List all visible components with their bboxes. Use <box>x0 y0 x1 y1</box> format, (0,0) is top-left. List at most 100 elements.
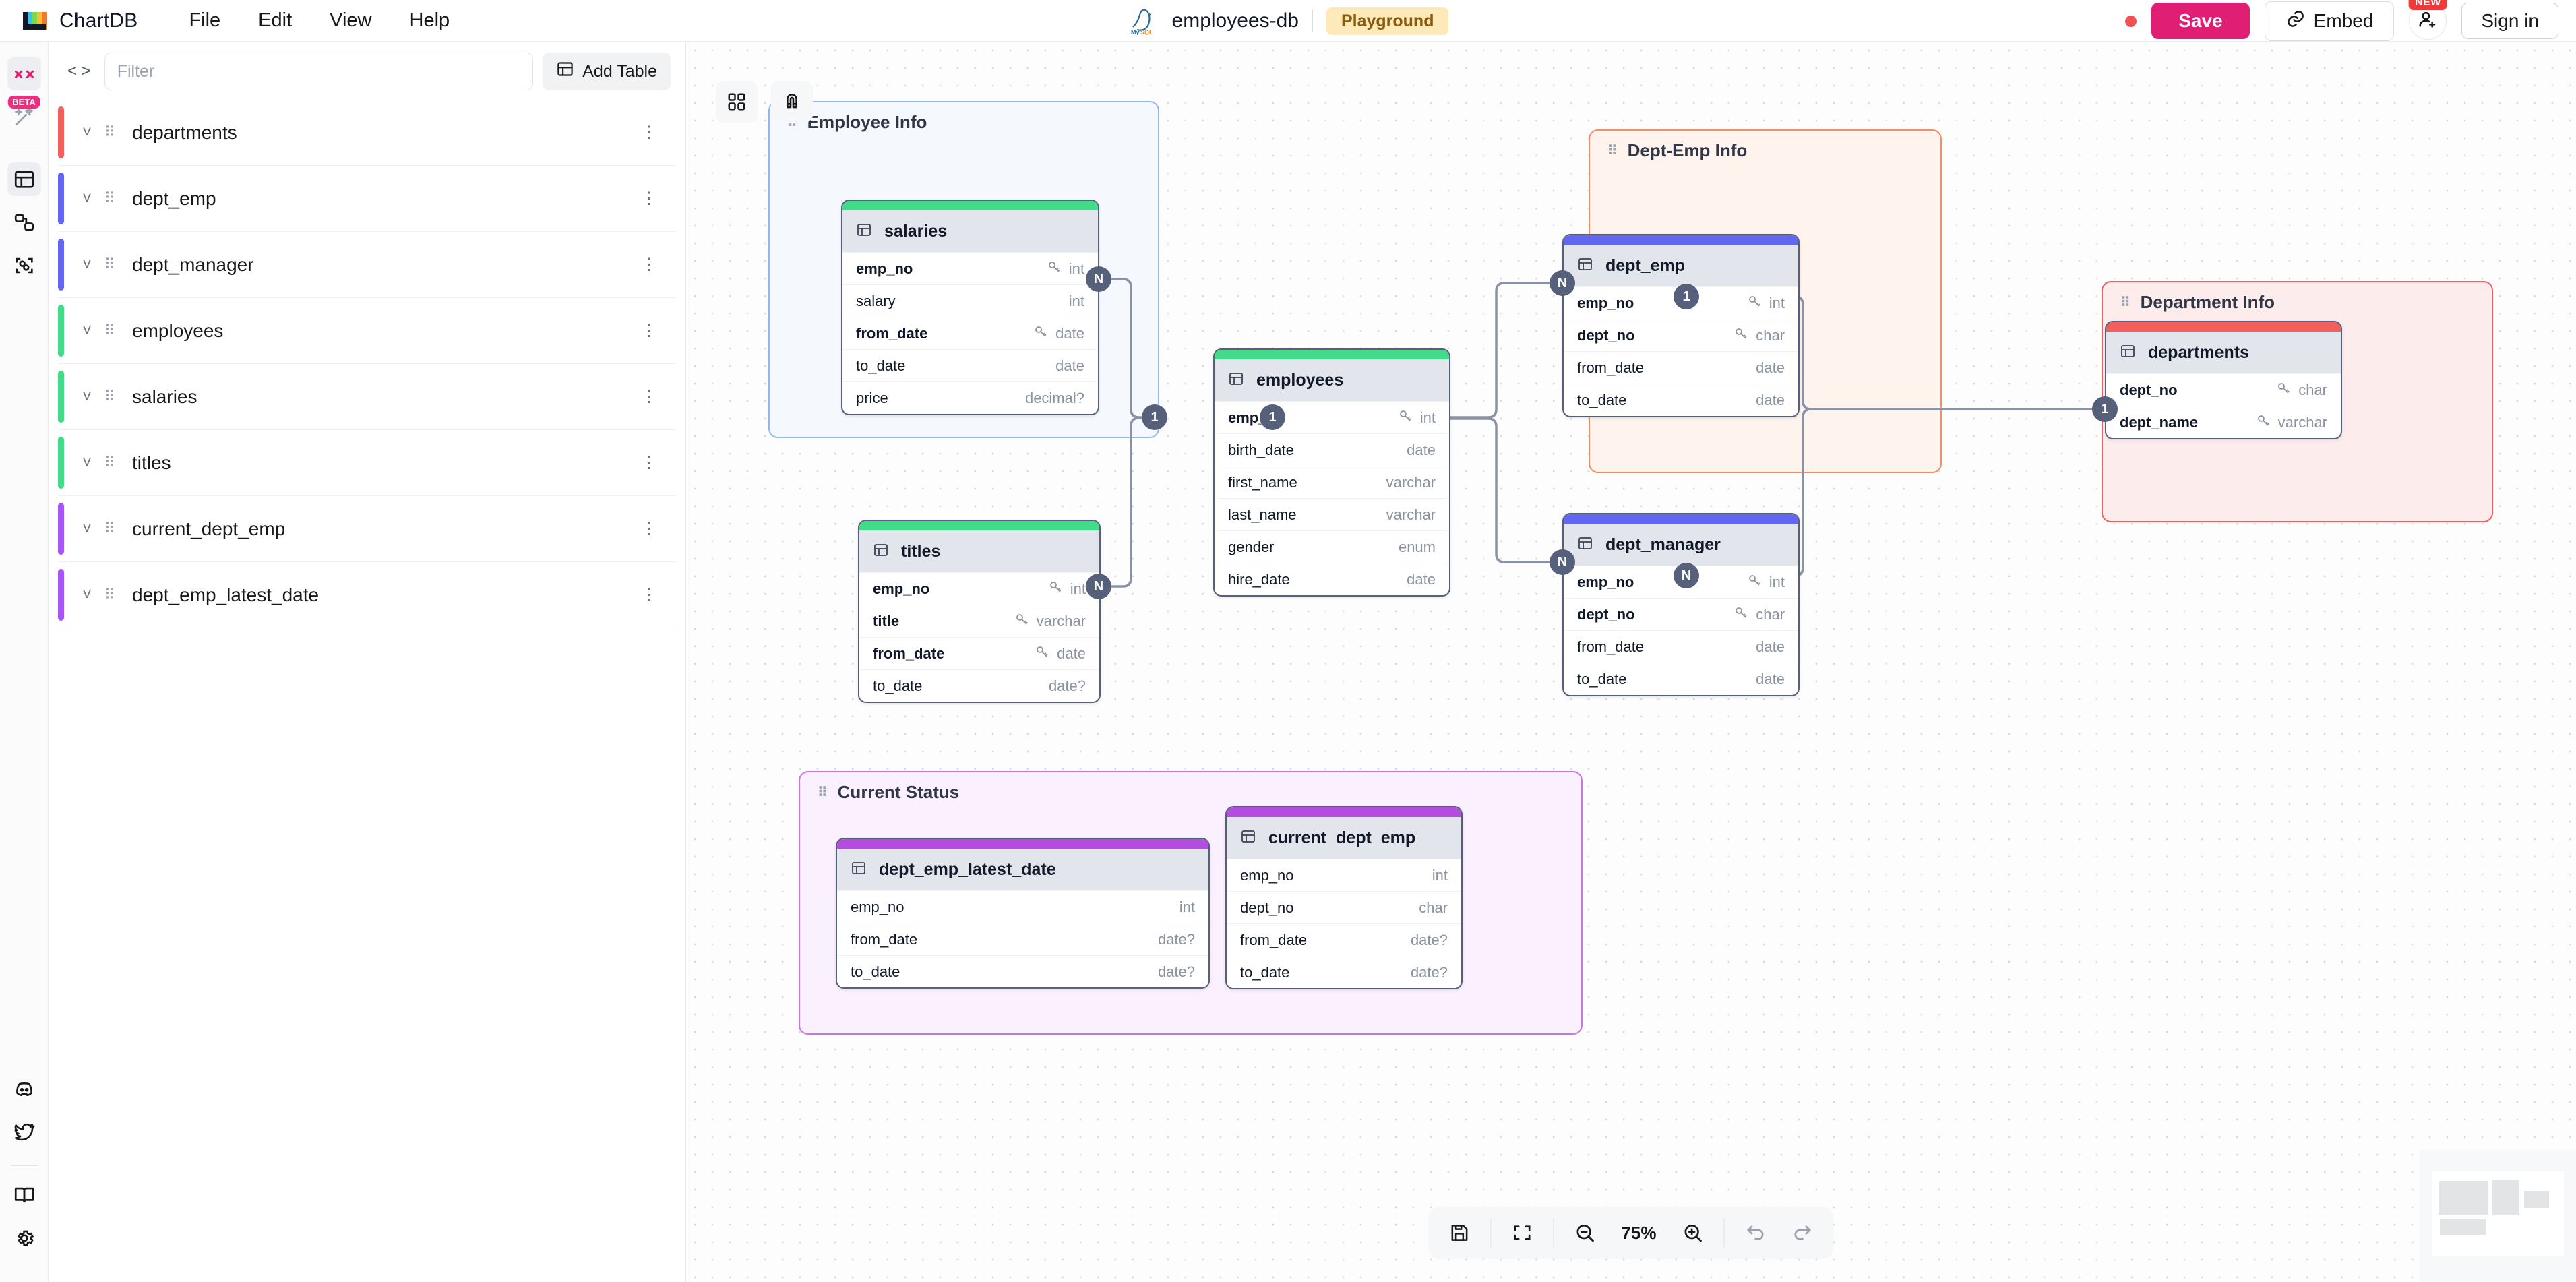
table-list-item[interactable]: ˅⠿dept_emp⋮ <box>58 166 676 232</box>
drag-handle-icon[interactable]: ⠿ <box>104 521 116 537</box>
add-user-button[interactable]: NEW <box>2408 0 2447 40</box>
menu-item-view[interactable]: View <box>330 9 372 31</box>
sidebar-item-tables[interactable] <box>7 162 41 196</box>
chevron-down-icon[interactable]: ˅ <box>82 189 92 208</box>
filter-input[interactable] <box>104 53 534 90</box>
magnet-snap-icon[interactable] <box>771 81 813 123</box>
sidebar-item-ai-magic[interactable]: BETA <box>7 96 41 133</box>
drag-handle-icon[interactable]: ⠿ <box>104 257 116 272</box>
table-node-header[interactable]: salaries <box>842 210 1098 252</box>
more-options-icon[interactable]: ⋮ <box>641 585 657 604</box>
embed-button[interactable]: Embed <box>2264 1 2395 41</box>
table-list-item[interactable]: ˅⠿titles⋮ <box>58 430 676 496</box>
more-options-icon[interactable]: ⋮ <box>641 321 657 340</box>
chevron-down-icon[interactable]: ˅ <box>82 387 92 406</box>
discord-icon[interactable] <box>7 1072 41 1106</box>
menu-item-file[interactable]: File <box>189 9 221 31</box>
chevron-down-icon[interactable]: ˅ <box>82 585 92 604</box>
drag-handle-icon[interactable]: ⠿ <box>104 389 116 404</box>
settings-gear-icon[interactable] <box>7 1221 41 1255</box>
more-options-icon[interactable]: ⋮ <box>641 453 657 472</box>
chevron-down-icon[interactable]: ˅ <box>82 321 92 340</box>
drag-handle-icon[interactable]: ⠿ <box>104 323 116 338</box>
chevron-down-icon[interactable]: ˅ <box>82 453 92 472</box>
more-options-icon[interactable]: ⋮ <box>641 387 657 406</box>
zoom-level[interactable]: 75% <box>1621 1222 1657 1243</box>
table-list-item[interactable]: ˅⠿dept_manager⋮ <box>58 232 676 298</box>
page-title[interactable]: employees-db <box>1171 9 1299 32</box>
table-list-item[interactable]: ˅⠿departments⋮ <box>58 100 676 166</box>
fit-screen-icon[interactable] <box>1500 1213 1543 1252</box>
layout-grid-icon[interactable] <box>716 81 758 123</box>
add-table-button[interactable]: Add Table <box>543 53 671 90</box>
drag-handle-icon[interactable]: ⠿ <box>104 191 116 206</box>
more-options-icon[interactable]: ⋮ <box>641 255 657 274</box>
chevron-down-icon[interactable]: ˅ <box>82 519 92 538</box>
table-list-item[interactable]: ˅⠿dept_emp_latest_date⋮ <box>58 562 676 628</box>
more-options-icon[interactable]: ⋮ <box>641 189 657 208</box>
table-list-item[interactable]: ˅⠿employees⋮ <box>58 298 676 364</box>
drag-handle-icon[interactable]: ⠿ <box>104 587 116 603</box>
table-node-header[interactable]: dept_emp <box>1564 245 1798 286</box>
chevron-down-icon[interactable]: ˅ <box>82 123 92 142</box>
more-options-icon[interactable]: ⋮ <box>641 123 657 142</box>
minimap[interactable] <box>2420 1150 2576 1282</box>
sidebar-item-diagrams[interactable] <box>7 57 41 90</box>
drag-handle-icon[interactable]: ⠿ <box>104 125 116 140</box>
docs-book-icon[interactable] <box>7 1178 41 1212</box>
save-icon[interactable] <box>1438 1213 1481 1252</box>
sidebar-item-relationships[interactable] <box>7 206 41 239</box>
table-node-header[interactable]: dept_emp_latest_date <box>837 849 1208 890</box>
table-node-header[interactable]: employees <box>1215 359 1449 401</box>
chevron-down-icon[interactable]: ˅ <box>82 255 92 274</box>
menu-item-help[interactable]: Help <box>409 9 450 31</box>
menu-item-edit[interactable]: Edit <box>258 9 293 31</box>
redo-icon[interactable] <box>1781 1213 1824 1252</box>
undo-icon[interactable] <box>1734 1213 1777 1252</box>
save-button[interactable]: Save <box>2151 3 2250 39</box>
twitter-icon[interactable] <box>7 1116 41 1149</box>
table-node-header[interactable]: departments <box>2106 332 2341 373</box>
table-list-item[interactable]: ˅⠿salaries⋮ <box>58 364 676 430</box>
table-list-item[interactable]: ˅⠿current_dept_emp⋮ <box>58 496 676 562</box>
zoom-out-icon[interactable] <box>1563 1213 1606 1252</box>
table-node-header[interactable]: titles <box>859 530 1099 572</box>
table-node-header[interactable]: dept_manager <box>1564 524 1798 566</box>
zoom-in-icon[interactable] <box>1672 1213 1715 1252</box>
table-node-header[interactable]: current_dept_emp <box>1227 817 1461 859</box>
